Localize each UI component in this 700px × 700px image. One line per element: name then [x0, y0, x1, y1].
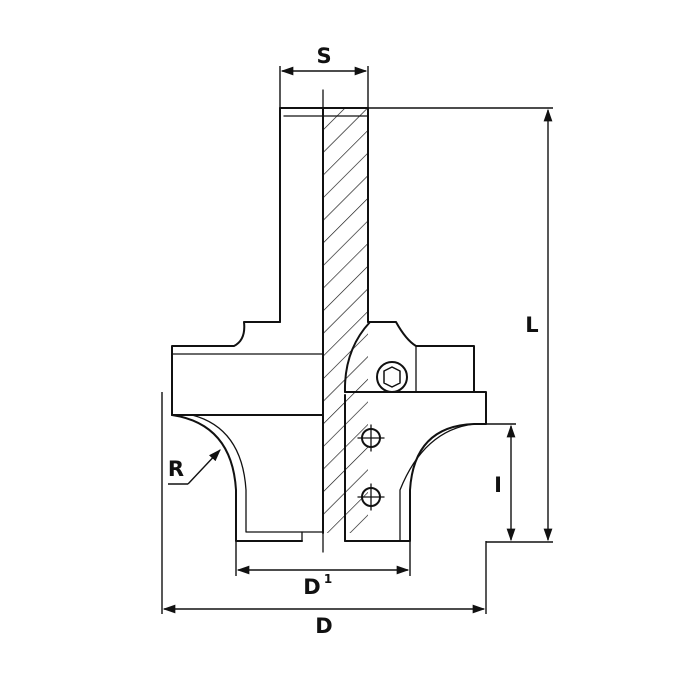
- label-r: R: [168, 457, 184, 481]
- dimension-l: [368, 107, 553, 543]
- mounting-hole-bottom: [357, 483, 385, 511]
- label-s: S: [316, 44, 331, 68]
- label-l: L: [525, 313, 538, 337]
- mounting-hole-top: [357, 424, 385, 452]
- dimension-s: [279, 66, 369, 108]
- radius-leader: [168, 449, 221, 485]
- label-d1-superscript: 1: [324, 572, 332, 586]
- left-cutting-edge: [171, 414, 324, 542]
- cutter-body: [171, 321, 475, 416]
- label-i: I: [494, 473, 502, 497]
- dimension-i: [486, 423, 516, 542]
- hex-screw: [376, 361, 408, 393]
- dimension-d: [161, 392, 487, 614]
- dimension-d1: [235, 541, 411, 576]
- label-d1: D: [303, 575, 320, 599]
- insert-plate: [344, 391, 487, 542]
- label-d: D: [315, 614, 332, 638]
